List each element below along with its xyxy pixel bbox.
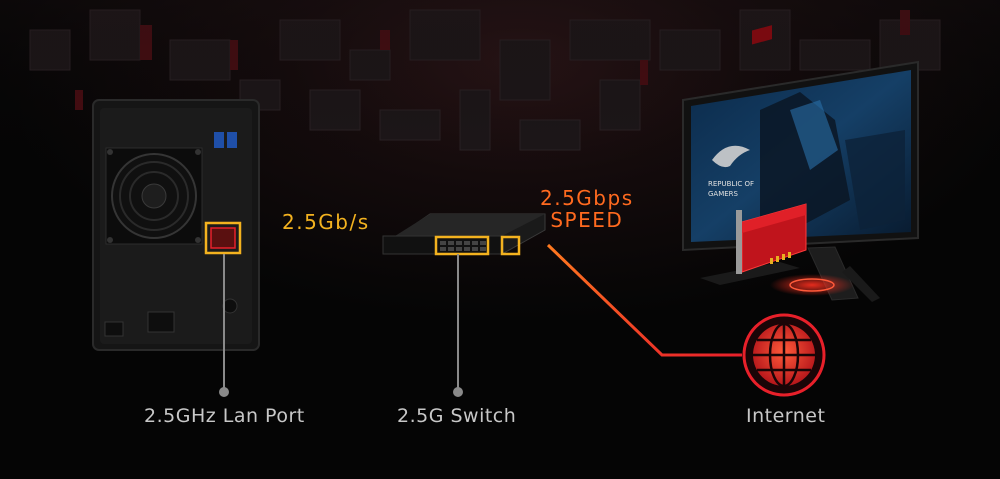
label-lan-port: 2.5GHz Lan Port (144, 405, 305, 427)
label-switch: 2.5G Switch (397, 405, 517, 427)
label-internet: Internet (746, 405, 826, 427)
callout-lan (219, 254, 229, 397)
nas-device (92, 99, 260, 351)
monitor-logo-line2: GAMERS (708, 190, 739, 198)
globe-icon (742, 313, 826, 397)
gaming-monitor: REPUBLIC OF GAMERS (682, 60, 919, 302)
lan-port-highlight (204, 221, 242, 255)
network-switch-icon (382, 213, 546, 256)
monitor-logo-line1: REPUBLIC OF (708, 180, 754, 188)
rate-speed-line1: 2.5Gbps (540, 186, 634, 210)
callout-switch (453, 254, 463, 397)
rate-speed-line2: SPEED (550, 208, 624, 232)
cable-internet (546, 243, 742, 357)
rate-speed: 2.5Gbps SPEED (540, 187, 634, 231)
rate-nas-link: 2.5Gb/s (282, 210, 370, 234)
network-card (736, 25, 807, 274)
